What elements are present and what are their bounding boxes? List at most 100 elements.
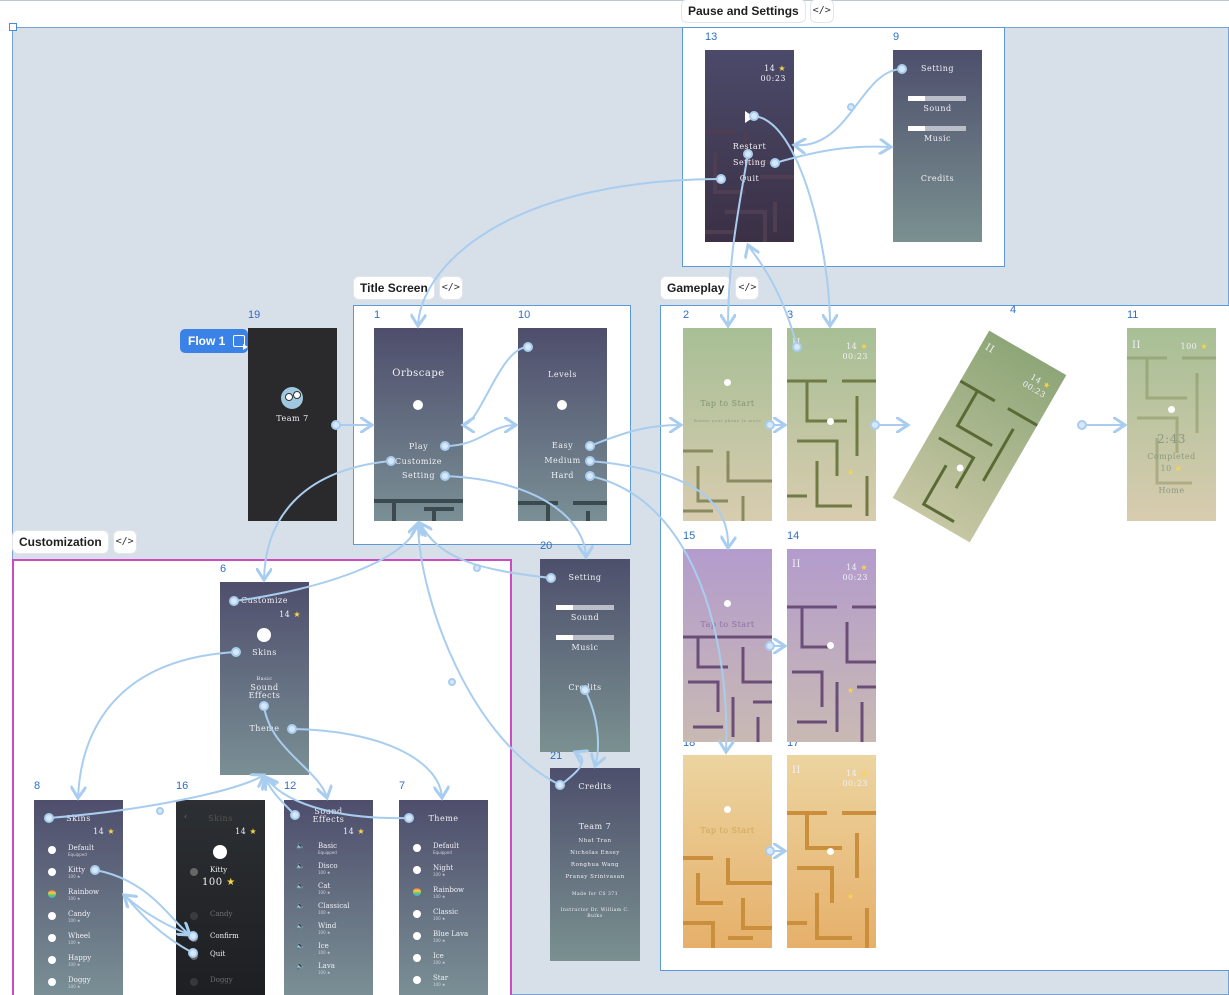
frame-hard-playing[interactable]: II 14 ★ 00:23 ★ xyxy=(787,755,876,948)
frame-credits[interactable]: Credits Team 7 Nhat Tran Nicholas Ensey … xyxy=(550,768,640,961)
customize-button[interactable]: Customize xyxy=(394,457,442,466)
music-slider[interactable] xyxy=(908,126,966,131)
frame-level-complete[interactable]: II 100 ★ 2:43 Completed 10 ★ Home xyxy=(1127,328,1216,521)
ball xyxy=(827,642,834,649)
star-counter: 14 ★ xyxy=(846,342,868,351)
team-name: Team 7 xyxy=(578,822,612,831)
frame-number: 2 xyxy=(683,309,690,321)
section-tag-gameplay: Gameplay </> xyxy=(661,277,759,299)
maze-art xyxy=(518,501,607,521)
frame-medium-playing[interactable]: II 14 ★ 00:23 ★ xyxy=(787,549,876,742)
credits-link[interactable]: Credits xyxy=(568,683,602,692)
section-tag-customization: Customization </> xyxy=(13,531,136,553)
pause-icon[interactable]: II xyxy=(1132,340,1141,351)
frame-number: 6 xyxy=(220,563,227,575)
setting-option[interactable]: Setting xyxy=(733,158,766,167)
current-sfx: Basic xyxy=(256,676,273,682)
pause-icon[interactable]: II xyxy=(983,341,997,356)
frame-customize[interactable]: Customize 14 ★ Skins Basic Sound Effects… xyxy=(220,582,309,775)
hard-button[interactable]: Hard xyxy=(551,471,574,480)
quit-option[interactable]: Quit xyxy=(739,174,760,183)
setting-button[interactable]: Setting xyxy=(402,471,435,480)
frame-easy-playing[interactable]: II 14 ★ 00:23 ★ xyxy=(787,328,876,521)
pause-icon[interactable]: II xyxy=(792,338,801,349)
restart-option[interactable]: Restart xyxy=(732,142,767,151)
code-icon[interactable]: </> xyxy=(439,277,462,299)
section-title-customization[interactable]: Customization xyxy=(13,531,108,553)
section-title-pause[interactable]: Pause and Settings xyxy=(682,0,805,22)
code-icon[interactable]: </> xyxy=(810,0,833,22)
frame-skin-confirm[interactable]: ‹ Skins 14 ★ Kitty 100 ★ Candy Confirm Q… xyxy=(176,800,265,995)
section-title-title-screen[interactable]: Title Screen xyxy=(354,277,434,299)
home-button[interactable]: Home xyxy=(1158,486,1185,495)
sound-effects-button[interactable]: Sound Effects xyxy=(248,683,281,700)
resume-play-icon[interactable] xyxy=(745,111,754,123)
frame-settings[interactable]: Setting Sound Music Credits xyxy=(893,50,982,242)
code-icon[interactable]: </> xyxy=(113,531,136,553)
theme-button[interactable]: Theme xyxy=(249,724,280,733)
medium-button[interactable]: Medium xyxy=(544,456,581,465)
play-button[interactable]: Play xyxy=(408,442,429,451)
frame-easy-start[interactable]: Tap to Start Rotate your phone to move xyxy=(683,328,772,521)
section-title-gameplay[interactable]: Gameplay xyxy=(661,277,731,299)
sound-slider[interactable] xyxy=(908,96,966,101)
pause-icon[interactable]: II xyxy=(792,559,801,570)
music-slider[interactable] xyxy=(556,635,614,640)
flow-start-button[interactable]: Flow 1 xyxy=(180,329,249,353)
ball xyxy=(827,418,834,425)
frame-team-splash[interactable]: Team 7 xyxy=(248,328,337,521)
frame-number: 11 xyxy=(1127,309,1139,321)
levels-title: Levels xyxy=(548,370,577,379)
frame-tilted-maze[interactable]: II 14 ★ 00:23 xyxy=(892,330,1067,543)
skin-item-faded: Candy xyxy=(176,910,265,922)
maze-art xyxy=(374,499,463,521)
frame-hard-start[interactable]: Tap to Start xyxy=(683,755,772,948)
quit-button[interactable]: Quit xyxy=(176,950,265,962)
skin-preview xyxy=(213,845,227,859)
frame-title-screen[interactable]: Orbscape Play Customize Setting xyxy=(374,328,463,521)
frame-levels[interactable]: Levels Easy Medium Hard xyxy=(518,328,607,521)
confirm-button[interactable]: Confirm xyxy=(176,932,265,944)
tap-to-start[interactable]: Tap to Start xyxy=(700,826,755,835)
frame-pause-menu[interactable]: 14 ★ 00:23 Restart Setting Quit xyxy=(705,50,794,242)
easy-button[interactable]: Easy xyxy=(551,441,574,450)
frame-settings-2[interactable]: Setting Sound Music Credits xyxy=(540,559,630,752)
frame-number: 7 xyxy=(399,780,406,792)
speaker-icon: 🔈 xyxy=(296,842,305,850)
price-label: 100 ★ xyxy=(202,877,236,888)
code-icon[interactable]: </> xyxy=(736,277,759,299)
frame-medium-start[interactable]: Tap to Start xyxy=(683,549,772,742)
skin-item-faded: Doggy xyxy=(176,976,265,988)
skins-button[interactable]: Skins xyxy=(252,648,277,657)
speaker-icon: 🔈 xyxy=(296,902,305,910)
frame-resize-handle[interactable] xyxy=(9,23,17,31)
sound-slider[interactable] xyxy=(556,605,614,610)
credits-link[interactable]: Credits xyxy=(920,174,955,183)
pause-icon[interactable]: II xyxy=(792,765,801,776)
tap-to-start[interactable]: Tap to Start xyxy=(700,399,755,408)
